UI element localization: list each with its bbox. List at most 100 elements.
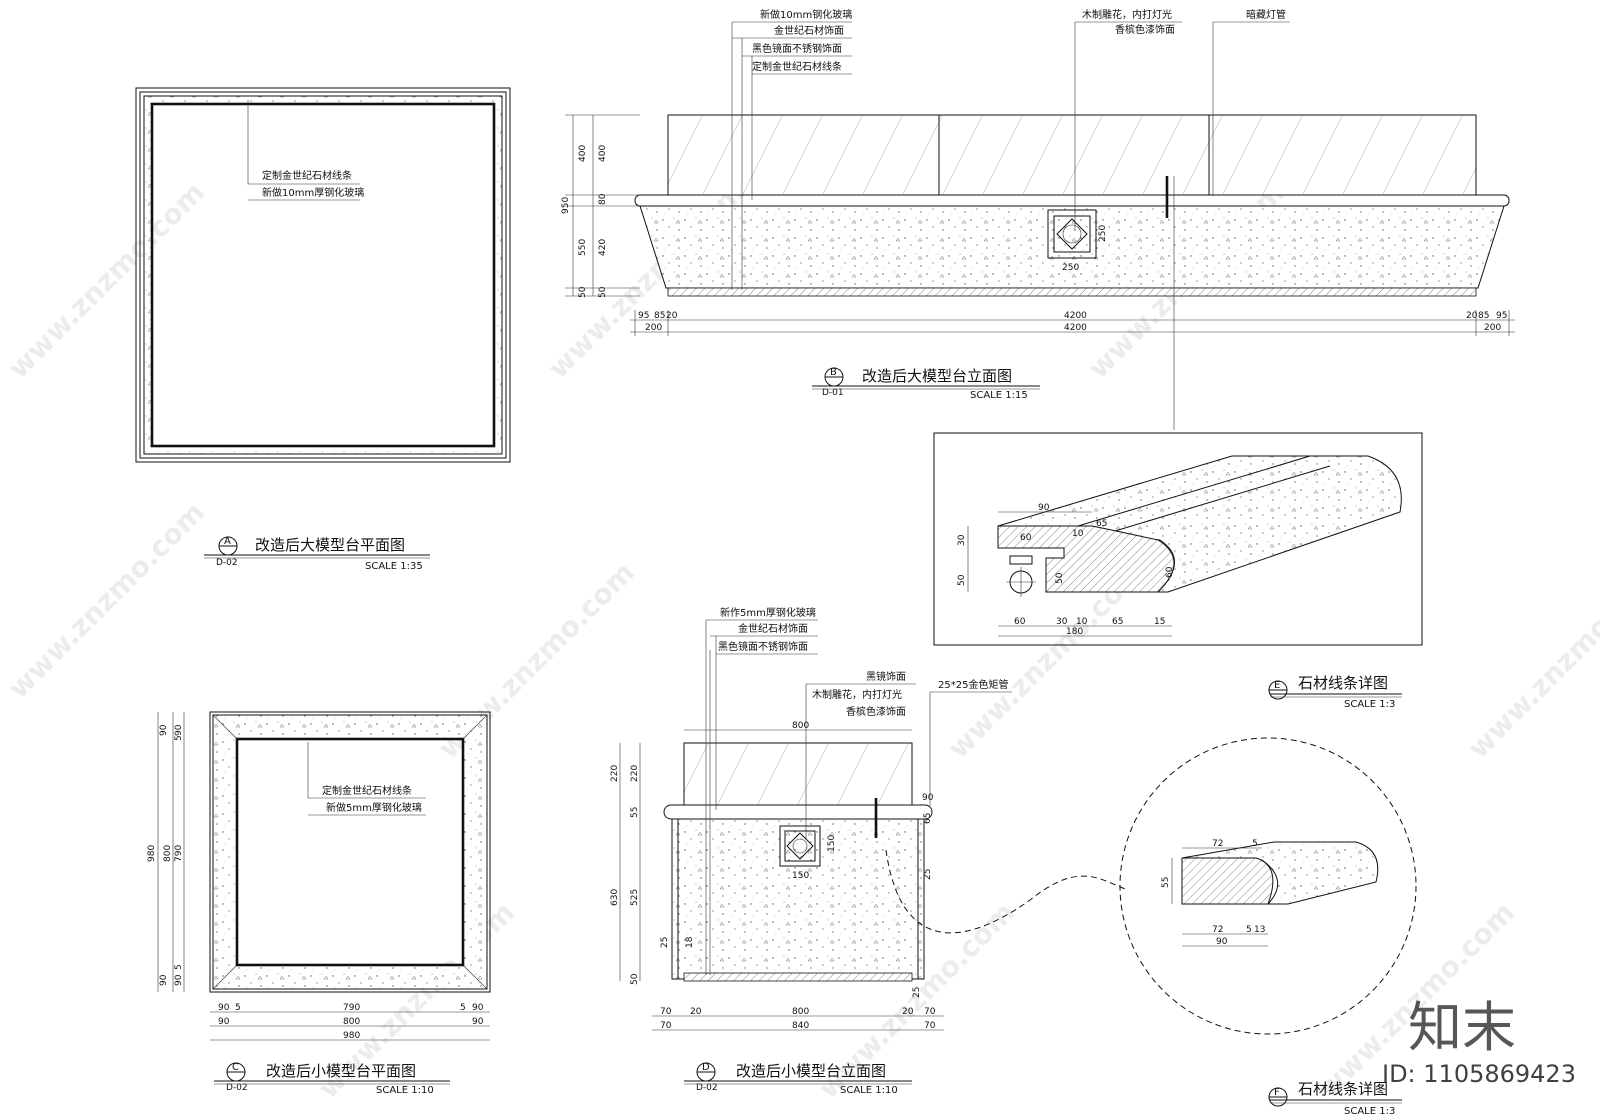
watermark-text: www.znzmo.com: [1462, 556, 1600, 765]
view-title: 改造后大模型台立面图: [862, 367, 1012, 385]
dimension-label: 200: [645, 323, 662, 333]
view-a-large-plan: 定制金世纪石材线条 新做10mm厚钢化玻璃 A D-02 改造后大模型台平面图 …: [135, 87, 511, 572]
dimension-label: 800: [343, 1017, 360, 1027]
callout-label: 香槟色漆饰面: [846, 705, 906, 718]
view-title-block: A D-02 改造后大模型台平面图 SCALE 1:35: [204, 536, 430, 572]
dimension-label: 4200: [1064, 323, 1087, 333]
view-title-block: B D-01 改造后大模型台立面图 SCALE 1:15: [812, 367, 1040, 401]
view-title: 石材线条详图: [1298, 1080, 1388, 1098]
dimension-label: 90: [159, 724, 169, 736]
view-d-small-elevation: 150 150 800 新作5mm厚钢化玻璃 金世纪石材饰面 黑色镜面不锈钢饰面…: [610, 606, 1012, 1096]
callout-label: 黑镜饰面: [866, 670, 906, 683]
dimension-label: 180: [1066, 627, 1083, 637]
dimension-label: 800: [792, 721, 809, 731]
dimension-label: 220: [610, 765, 620, 782]
carving-ornament: [779, 825, 821, 867]
view-title-block: E 石材线条详图 SCALE 1:3: [1268, 674, 1402, 710]
view-scale: SCALE 1:35: [365, 561, 423, 572]
dimension-label: 25: [660, 937, 670, 948]
view-b-large-elevation: 250 250 新做10mm钢化玻璃 金世纪石材饰面 黑色镜面不锈钢饰面 定制金…: [561, 8, 1515, 430]
view-f-molding-detail: 72 5 55 72 5 13 90 F 石材线条详图 SCALE 1:3: [1119, 737, 1417, 1117]
callout-label: 黑色镜面不锈钢饰面: [752, 42, 842, 55]
dimension-label: 95: [638, 311, 649, 321]
callout-label: 暗藏灯管: [1246, 8, 1286, 21]
dimension-label: 70: [924, 1007, 936, 1017]
dimension-label: 85: [1478, 311, 1489, 321]
dimension-label: 13: [1254, 925, 1265, 935]
view-letter: E: [1274, 680, 1280, 691]
view-title-block: F 石材线条详图 SCALE 1:3: [1268, 1080, 1402, 1117]
callout-label: 新做10mm钢化玻璃: [760, 8, 852, 21]
stone-rail: [663, 804, 933, 820]
dimension-label: 980: [343, 1031, 360, 1041]
view-letter: D: [702, 1062, 710, 1073]
sheet-number: D-02: [226, 1083, 248, 1093]
dimension-label: 50: [957, 574, 967, 586]
glass-panel: [683, 742, 913, 806]
view-title-block: D D-02 改造后小模型台立面图 SCALE 1:10: [684, 1062, 912, 1096]
dimension-label: 60: [1165, 566, 1175, 578]
dimension-label: 90: [1038, 503, 1050, 513]
dimension-label: 5: [1252, 839, 1258, 849]
stone-border: [143, 95, 503, 455]
view-title: 改造后大模型台平面图: [255, 536, 405, 554]
dimension-label: 800: [163, 845, 173, 862]
molding-section: [1181, 857, 1274, 905]
dimension-label: 30: [1056, 617, 1068, 627]
callout-label: 定制金世纪石材线条: [752, 60, 842, 73]
dimension-label: 840: [792, 1021, 809, 1031]
dimension-label: 10: [1076, 617, 1088, 627]
plan-outer-edge: [135, 87, 511, 463]
dimension-label: 980: [147, 845, 157, 862]
dimension-label: 30: [957, 534, 967, 546]
glass-panel: [667, 114, 1477, 196]
detail-circle: [1119, 737, 1417, 1035]
dimension-label: 800: [792, 1007, 809, 1017]
view-scale: SCALE 1:3: [1344, 1106, 1395, 1117]
dimension-label: 90: [159, 974, 169, 986]
callout-label: 新做5mm厚钢化玻璃: [326, 801, 422, 814]
dimension-label: 95: [1496, 311, 1507, 321]
carving-ornament: [1047, 209, 1097, 259]
view-scale: SCALE 1:3: [1344, 699, 1395, 710]
view-title-block: C D-02 改造后小模型台平面图 SCALE 1:10: [214, 1062, 450, 1096]
callout-label: 新做10mm厚钢化玻璃: [262, 186, 364, 199]
dimension-label: 85: [654, 311, 665, 321]
dimension-label: 250: [1062, 263, 1079, 273]
dimension-label: 20: [902, 1007, 914, 1017]
dimension-label: 220: [630, 765, 640, 782]
dimension-label: 90: [174, 974, 184, 986]
dimension-label: 630: [610, 889, 620, 906]
callout-label: 黑色镜面不锈钢饰面: [718, 640, 808, 653]
sheet-number: D-02: [216, 558, 238, 568]
dimension-label: 50: [1055, 572, 1065, 584]
dimension-label: 420: [598, 239, 608, 256]
dimension-label: 18: [685, 936, 695, 948]
dimension-label: 65: [1112, 617, 1123, 627]
dimension-label: 150: [827, 835, 837, 852]
dimension-label: 150: [792, 871, 809, 881]
callout-label: 定制金世纪石材线条: [322, 784, 412, 797]
stone-rail: [634, 194, 1510, 207]
callout-label: 定制金世纪石材线条: [262, 169, 352, 182]
dimension-label: 5: [235, 1003, 241, 1013]
brand-watermark: 知末: [1408, 996, 1516, 1059]
callout-label: 木制雕花，内打灯光: [1082, 8, 1172, 21]
view-title: 石材线条详图: [1298, 674, 1388, 692]
view-letter: B: [830, 367, 837, 378]
callout-label: 新作5mm厚钢化玻璃: [720, 606, 816, 619]
view-letter: F: [1274, 1087, 1280, 1098]
dimension-label: 400: [598, 145, 608, 162]
dimension-label: 55: [630, 807, 640, 818]
dimension-label: 70: [660, 1021, 672, 1031]
dimension-label: 90: [174, 724, 184, 736]
callout-label: 金世纪石材饰面: [774, 24, 844, 37]
dimension-label: 790: [343, 1003, 360, 1013]
molding-section: [997, 525, 1175, 593]
plan-outer-edge: [209, 711, 491, 993]
dimension-label: 60: [1020, 533, 1032, 543]
dimension-label: 65: [1096, 519, 1107, 529]
dimension-label: 90: [472, 1003, 484, 1013]
dimension-label: 25: [912, 987, 922, 998]
